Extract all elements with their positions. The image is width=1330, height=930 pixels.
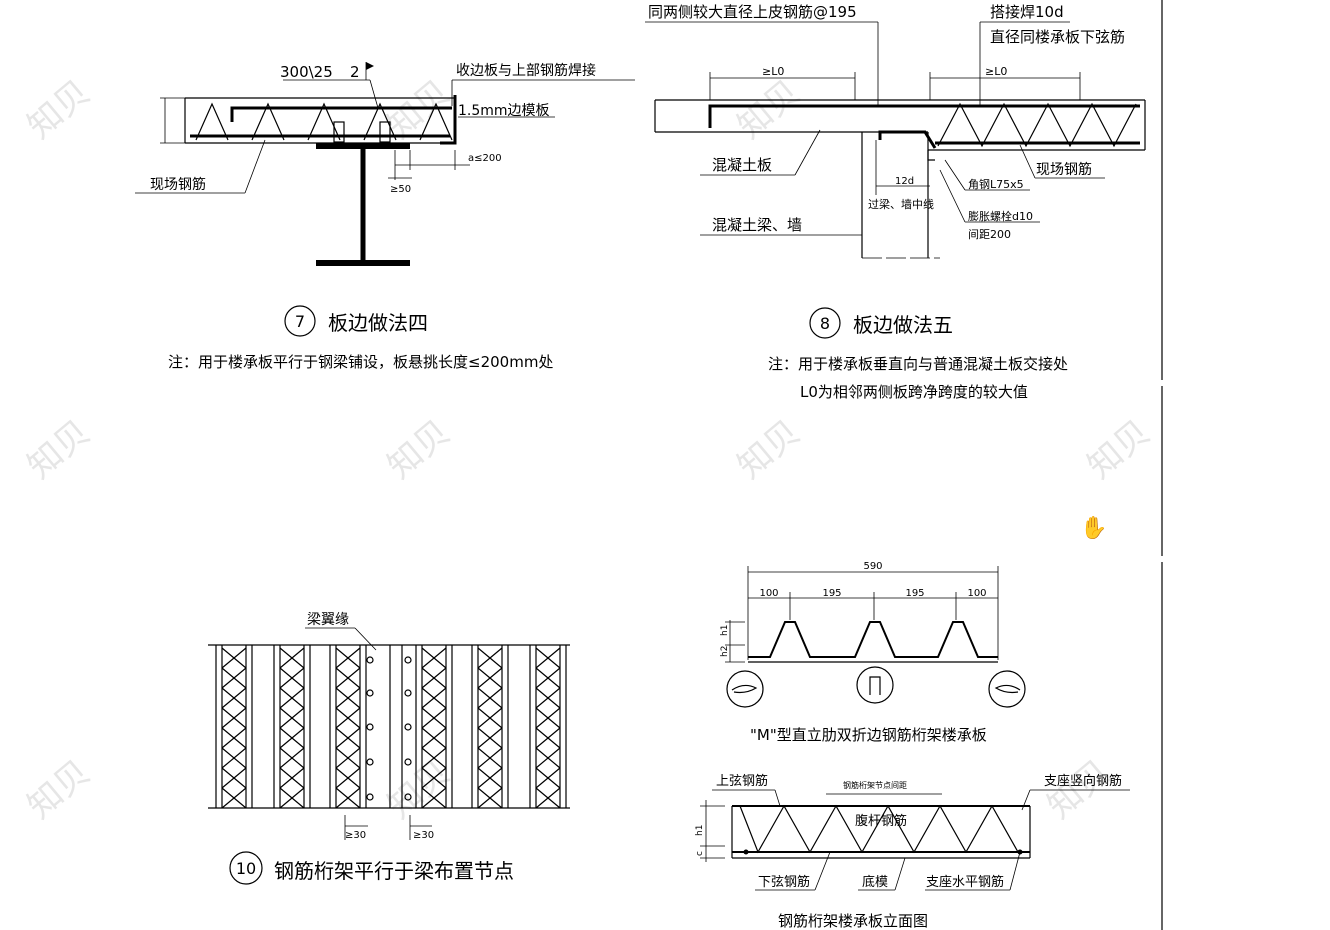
truss-strip	[415, 645, 453, 809]
lap-weld-diameter-note: 直径同楼承板下弦筋	[990, 28, 1125, 46]
fold-detail-circle	[726, 670, 764, 708]
dim-4: 100	[967, 588, 986, 599]
min-50-dim-label: ≥50	[390, 184, 411, 195]
truss-strip	[329, 645, 367, 809]
dim-total: 590	[863, 561, 882, 572]
expansion-bolt-label: 膨胀螺栓d10	[968, 209, 1033, 223]
detail-number: 10	[236, 859, 256, 878]
detail-number-circle	[809, 307, 841, 339]
node-spacing-label: 钢筋桁架节点间距	[843, 780, 907, 790]
dim-c: c	[695, 851, 705, 856]
anchor-12d-dim: 12d	[895, 176, 914, 187]
watermark: 知贝	[730, 413, 808, 487]
edge-distance-right: ≥30	[413, 830, 434, 841]
detail-title: 板边做法五	[853, 313, 953, 337]
dim-h2: h2	[720, 646, 730, 657]
concrete-slab-label: 混凝土板	[712, 156, 772, 174]
truss-elevation: h1 c 上弦钢筋 钢筋桁架节点间距 支座竖向钢筋 腹杆钢筋 下弦钢筋 底模 支…	[695, 773, 1130, 930]
web-rebar-label: 腹杆钢筋	[855, 813, 907, 829]
lap-weld-note: 搭接焊10d	[990, 3, 1064, 21]
detail-note: 注：用于楼承板平行于钢梁铺设，板悬挑长度≤200mm处	[168, 353, 553, 371]
angle-steel-label: 角钢L75x5	[968, 178, 1024, 191]
concrete-beam-label: 混凝土梁、墙	[712, 216, 802, 234]
watermark: 知贝	[1080, 413, 1158, 487]
rib-detail-circle	[856, 666, 894, 704]
top-rebar-note: 同两侧较大直径上皮钢筋@195	[648, 3, 857, 21]
watermark: 知贝	[380, 413, 458, 487]
watermark: 知贝	[20, 413, 98, 487]
site-rebar-label: 现场钢筋	[150, 176, 206, 193]
detail-7: 300\25 2 收边板与上部钢筋焊接 1.5mm边模板 现场钢筋 a≤200 …	[135, 62, 635, 371]
truss-strip	[529, 645, 567, 809]
detail-10: 梁翼缘 ≥30 ≥30 10 钢筋桁架平行于梁布置节点	[208, 612, 570, 885]
support-vertical-rebar-label: 支座竖向钢筋	[1044, 773, 1122, 789]
flange-label: 梁翼缘	[307, 612, 349, 628]
bolt-spacing-label: 间距200	[968, 228, 1011, 241]
watermark: 知贝	[20, 753, 98, 827]
edge-distance-left: ≥30	[345, 830, 366, 841]
fold-detail-circle	[988, 670, 1026, 708]
wall-centerline-label: 过梁、墙中线	[868, 197, 934, 211]
truss-strip	[471, 645, 509, 809]
bottom-chord-label: 下弦钢筋	[758, 874, 810, 890]
watermark: 知贝	[20, 73, 98, 147]
watermark: 知贝	[730, 73, 808, 147]
dim-1: 100	[759, 588, 778, 599]
dim-h1: h1	[695, 825, 705, 836]
support-horizontal-rebar-label: 支座水平钢筋	[926, 874, 1004, 890]
detail-note: 注：用于楼承板垂直向与普通混凝土板交接处	[768, 355, 1068, 373]
detail-8: 同两侧较大直径上皮钢筋@195 搭接焊10d 直径同楼承板下弦筋 ≥L0 ≥L0…	[645, 3, 1146, 401]
m-section-caption: "M"型直立肋双折边钢筋桁架楼承板	[750, 726, 987, 744]
site-rebar-label: 现场钢筋	[1036, 161, 1092, 178]
dim-3: 195	[905, 588, 924, 599]
edge-plate-label: 1.5mm边模板	[458, 103, 550, 119]
l0-left-dim: ≥L0	[762, 65, 784, 78]
detail-title: 板边做法四	[328, 311, 428, 335]
truss-strip	[273, 645, 311, 809]
weld-size-label: 2	[350, 63, 360, 81]
truss-strip	[215, 645, 253, 809]
weld-spec-label: 300\25	[280, 63, 333, 81]
detail-note-2: L0为相邻两侧板跨净跨度的较大值	[800, 383, 1028, 401]
detail-number: 7	[295, 312, 305, 331]
hand-pan-icon: ✋	[1080, 515, 1107, 541]
l0-right-dim: ≥L0	[985, 65, 1007, 78]
elevation-caption: 钢筋桁架楼承板立面图	[778, 912, 928, 930]
base-form-label: 底模	[862, 874, 888, 890]
detail-number-circle	[229, 851, 263, 885]
weld-note-label: 收边板与上部钢筋焊接	[456, 62, 596, 79]
detail-number-circle	[284, 305, 316, 337]
detail-title: 钢筋桁架平行于梁布置节点	[274, 859, 514, 883]
m-section: 590 100 195 195 100 h1 h2 "M"型直立肋双折边钢筋桁架…	[720, 561, 1026, 744]
dim-h1: h1	[720, 625, 730, 636]
detail-number: 8	[820, 314, 830, 333]
dim-2: 195	[822, 588, 841, 599]
overhang-dim-label: a≤200	[468, 153, 502, 164]
top-chord-label: 上弦钢筋	[716, 773, 768, 789]
